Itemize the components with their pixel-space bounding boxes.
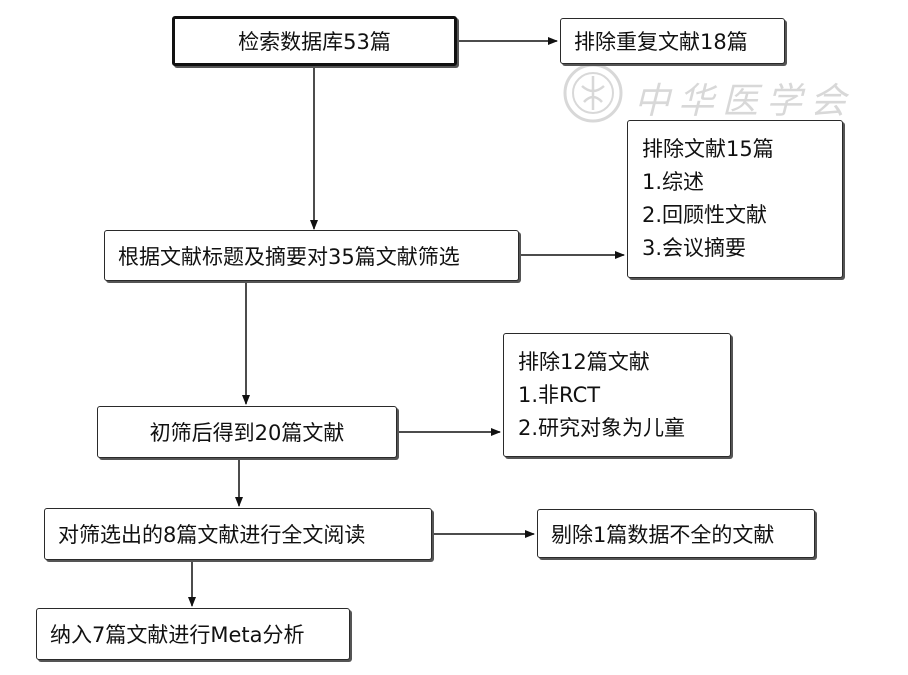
- node-line: 3.会议摘要: [642, 236, 747, 260]
- seal-icon: [563, 63, 623, 123]
- node-remove-incomplete: 剔除1篇数据不全的文献: [537, 509, 815, 558]
- node-line: 2.研究对象为儿童: [518, 415, 686, 440]
- node-label: 根据文献标题及摘要对35篇文献筛选: [118, 244, 460, 269]
- node-title-abstract-screening: 根据文献标题及摘要对35篇文献筛选: [104, 230, 519, 281]
- node-line: 排除文献15篇: [642, 137, 774, 161]
- node-line: 排除12篇文献: [518, 349, 650, 374]
- node-label: 排除重复文献18篇: [574, 30, 748, 54]
- watermark-text: 中华医学会: [634, 81, 855, 122]
- node-label: 纳入7篇文献进行Meta分析: [50, 623, 305, 647]
- node-full-text-review: 对筛选出的8篇文献进行全文阅读: [44, 508, 432, 560]
- node-line: 2.回顾性文献: [642, 203, 768, 227]
- node-exclude-duplicates: 排除重复文献18篇: [560, 18, 785, 64]
- node-label: 初筛后得到20篇文献: [149, 421, 345, 445]
- node-meta-analysis: 纳入7篇文献进行Meta分析: [36, 608, 350, 660]
- node-line: 1.综述: [642, 170, 705, 194]
- node-initial-screen-result: 初筛后得到20篇文献: [97, 406, 397, 458]
- node-exclude-15: 排除文献15篇 1.综述 2.回顾性文献 3.会议摘要: [627, 120, 843, 278]
- node-label: 对筛选出的8篇文献进行全文阅读: [58, 523, 366, 547]
- node-search-database: 检索数据库53篇: [172, 16, 457, 66]
- node-line: 1.非RCT: [518, 382, 601, 407]
- publisher-watermark: 中华医学会: [562, 58, 862, 128]
- node-label: 检索数据库53篇: [238, 30, 391, 54]
- node-label: 剔除1篇数据不全的文献: [551, 522, 775, 547]
- node-exclude-12: 排除12篇文献 1.非RCT 2.研究对象为儿童: [503, 333, 731, 457]
